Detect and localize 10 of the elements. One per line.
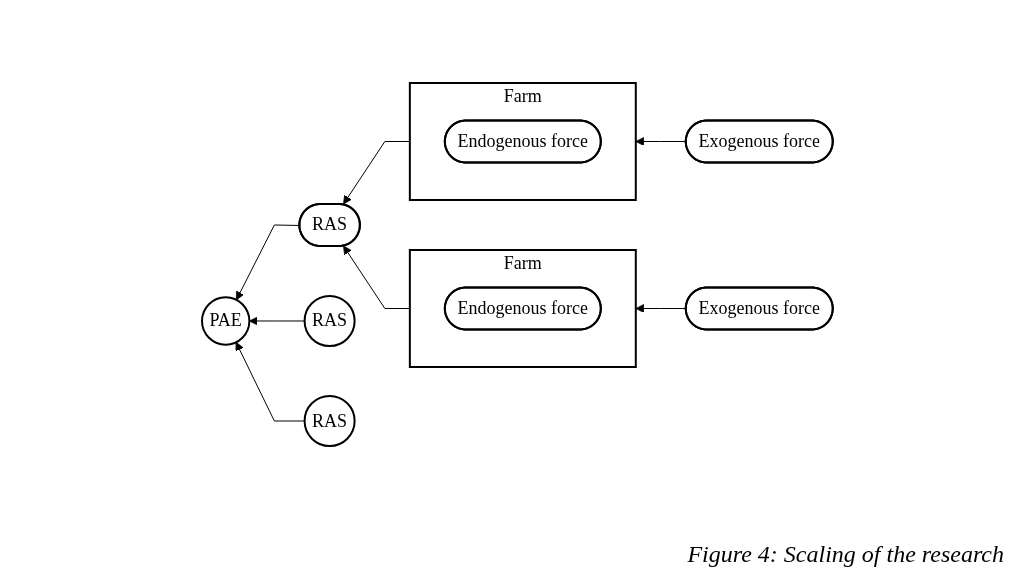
arrow: [635, 137, 686, 147]
node-circle: RAS: [303, 395, 356, 448]
arrow: [635, 304, 686, 314]
arrow: [235, 342, 305, 422]
figure-caption: Figure 4: Scaling of the research: [687, 541, 1004, 568]
node-circle: RAS: [303, 295, 356, 348]
arrow: [248, 317, 305, 326]
node-circle: PAE: [200, 296, 250, 347]
arrow: [342, 246, 410, 310]
arrow: [342, 141, 410, 205]
